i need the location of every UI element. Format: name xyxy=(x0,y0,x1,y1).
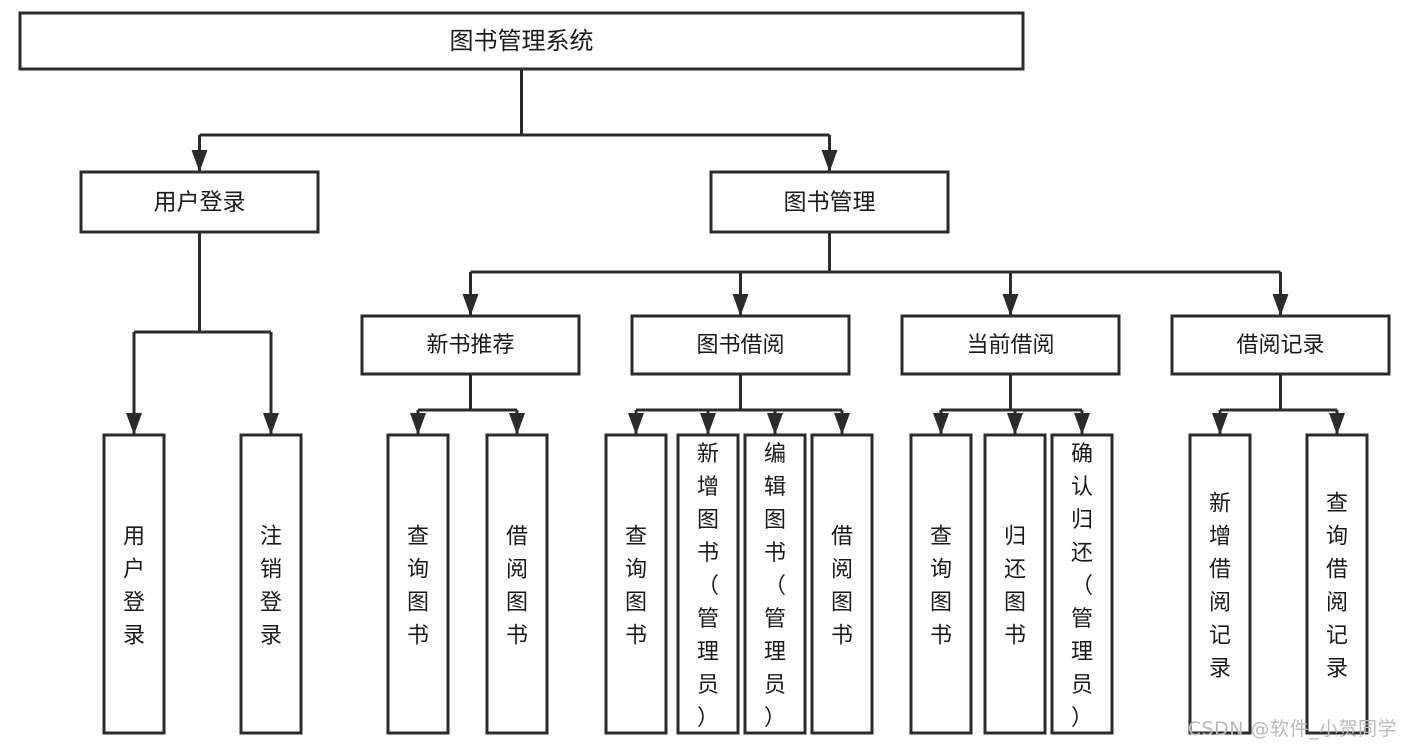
leaf-leaf-borrow-book-2[interactable]: 借阅图书 xyxy=(810,433,874,735)
leaf-leaf-add-record[interactable]: 新增借阅记录 xyxy=(1188,433,1252,735)
node-current-borrow[interactable]: 当前借阅 xyxy=(900,314,1121,376)
leaf-leaf-user-login[interactable]: 用户登录 xyxy=(102,433,166,735)
node-label-book-borrow: 图书借阅 xyxy=(696,333,784,358)
leaf-leaf-query-book-3[interactable]: 查询图书 xyxy=(909,433,973,735)
leaf-label-leaf-logout: 注销登录 xyxy=(260,525,282,649)
node-label-user-login: 用户登录 xyxy=(154,190,246,216)
book-manage-arrow-0 xyxy=(462,294,479,316)
node-label-current-borrow: 当前借阅 xyxy=(966,333,1054,358)
root-arrow-0 xyxy=(191,150,208,172)
leaf-box-leaf-confirm-return xyxy=(1050,433,1114,735)
leaf-label-leaf-user-login: 用户登录 xyxy=(123,525,145,649)
node-box-borrow-record xyxy=(1170,314,1391,376)
node-new-book-rec[interactable]: 新书推荐 xyxy=(360,314,581,376)
leaf-box-leaf-query-book-1 xyxy=(386,433,450,735)
current-borrow-arrow-1 xyxy=(1007,413,1023,435)
user-login-arrow-1 xyxy=(263,413,279,435)
leaf-label-leaf-query-book-2: 查询图书 xyxy=(625,525,647,649)
book-borrow-arrow-1 xyxy=(700,413,716,435)
nodes-layer: 图书管理系统用户登录图书管理新书推荐图书借阅当前借阅借阅记录用户登录注销登录查询… xyxy=(18,11,1391,735)
leaf-label-leaf-add-book: 新增图书（管理员） xyxy=(697,442,719,731)
node-book-borrow[interactable]: 图书借阅 xyxy=(630,314,851,376)
new-book-rec-arrow-1 xyxy=(509,413,525,435)
leaf-leaf-logout[interactable]: 注销登录 xyxy=(239,433,303,735)
leaf-box-leaf-borrow-book-1 xyxy=(485,433,549,735)
leaf-leaf-query-book-1[interactable]: 查询图书 xyxy=(386,433,450,735)
book-borrow-arrow-0 xyxy=(628,413,644,435)
new-book-rec-arrow-0 xyxy=(410,413,426,435)
leaf-box-leaf-return-book xyxy=(983,433,1047,735)
root-arrow-1 xyxy=(821,150,838,172)
user-login-arrow-0 xyxy=(126,413,142,435)
leaf-box-leaf-add-book xyxy=(676,433,740,735)
book-manage-arrow-3 xyxy=(1272,294,1289,316)
leaf-label-leaf-borrow-book-1: 借阅图书 xyxy=(506,525,528,649)
node-label-new-book-rec: 新书推荐 xyxy=(426,333,514,358)
leaf-leaf-query-record[interactable]: 查询借阅记录 xyxy=(1305,433,1369,735)
leaf-label-leaf-query-book-3: 查询图书 xyxy=(930,525,952,649)
leaf-label-leaf-add-record: 新增借阅记录 xyxy=(1209,492,1231,682)
leaf-leaf-edit-book[interactable]: 编辑图书（管理员） xyxy=(743,433,807,735)
node-root[interactable]: 图书管理系统 xyxy=(18,11,1025,71)
node-box-user-login xyxy=(79,170,320,234)
borrow-record-arrow-0 xyxy=(1212,413,1228,435)
leaf-label-leaf-query-book-1: 查询图书 xyxy=(407,525,429,649)
node-label-root: 图书管理系统 xyxy=(450,27,594,55)
leaf-label-leaf-borrow-book-2: 借阅图书 xyxy=(831,525,853,649)
leaf-box-leaf-query-record xyxy=(1305,433,1369,735)
leaf-leaf-query-book-2[interactable]: 查询图书 xyxy=(604,433,668,735)
leaf-box-leaf-borrow-book-2 xyxy=(810,433,874,735)
current-borrow-arrow-2 xyxy=(1074,413,1090,435)
leaf-label-leaf-confirm-return: 确认归还（管理员） xyxy=(1071,442,1093,731)
leaf-box-leaf-query-book-2 xyxy=(604,433,668,735)
leaf-leaf-borrow-book-1[interactable]: 借阅图书 xyxy=(485,433,549,735)
node-box-root xyxy=(18,11,1025,71)
book-borrow-arrow-2 xyxy=(767,413,783,435)
leaf-leaf-add-book[interactable]: 新增图书（管理员） xyxy=(676,433,740,735)
node-box-current-borrow xyxy=(900,314,1121,376)
leaf-box-leaf-add-record xyxy=(1188,433,1252,735)
node-box-new-book-rec xyxy=(360,314,581,376)
node-label-book-manage: 图书管理 xyxy=(784,190,876,216)
book-manage-arrow-2 xyxy=(1002,294,1019,316)
leaf-box-leaf-edit-book xyxy=(743,433,807,735)
node-box-book-borrow xyxy=(630,314,851,376)
leaf-leaf-return-book[interactable]: 归还图书 xyxy=(983,433,1047,735)
leaf-box-leaf-logout xyxy=(239,433,303,735)
leaf-box-leaf-user-login xyxy=(102,433,166,735)
book-manage-arrow-1 xyxy=(732,294,749,316)
book-borrow-arrow-3 xyxy=(834,413,850,435)
leaf-label-leaf-edit-book: 编辑图书（管理员） xyxy=(764,442,786,731)
leaf-label-leaf-query-record: 查询借阅记录 xyxy=(1326,492,1348,682)
node-book-manage[interactable]: 图书管理 xyxy=(709,170,950,234)
current-borrow-arrow-0 xyxy=(933,413,949,435)
borrow-record-arrow-1 xyxy=(1329,413,1345,435)
node-user-login[interactable]: 用户登录 xyxy=(79,170,320,234)
leaf-leaf-confirm-return[interactable]: 确认归还（管理员） xyxy=(1050,433,1114,735)
node-label-borrow-record: 借阅记录 xyxy=(1236,333,1324,358)
edges-layer xyxy=(126,69,1345,435)
node-box-book-manage xyxy=(709,170,950,234)
node-borrow-record[interactable]: 借阅记录 xyxy=(1170,314,1391,376)
leaf-box-leaf-query-book-3 xyxy=(909,433,973,735)
leaf-label-leaf-return-book: 归还图书 xyxy=(1004,525,1026,649)
